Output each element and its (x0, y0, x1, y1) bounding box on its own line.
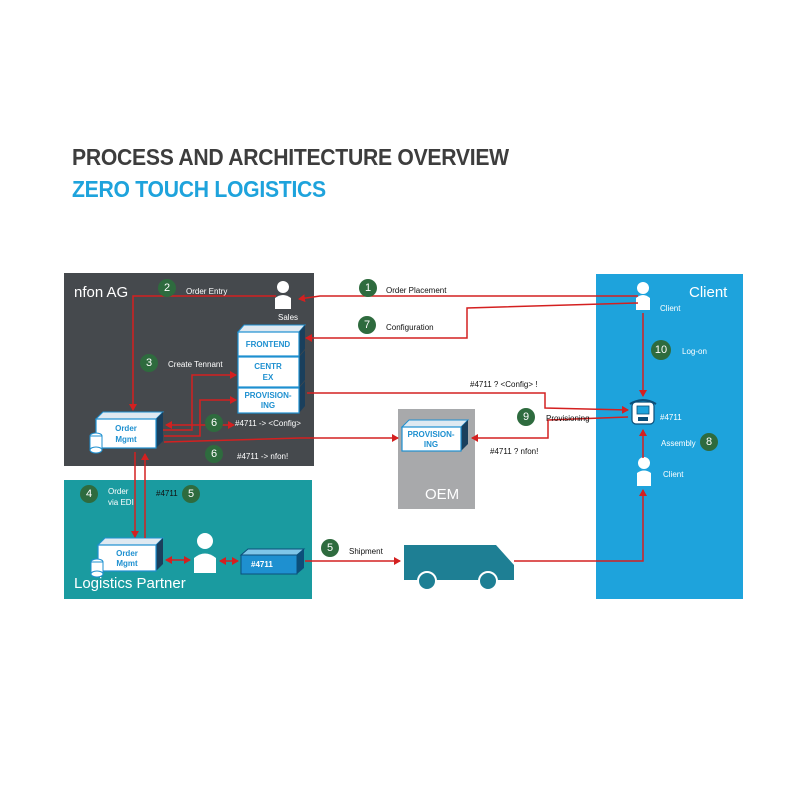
svg-text:9: 9 (523, 411, 529, 423)
arrow-order-to-prov (164, 396, 237, 437)
step-badge-10: 10 (651, 340, 671, 360)
step-6b-label: #4711 -> nfon! (237, 452, 288, 461)
centrex-label-1: CENTR (254, 362, 282, 371)
sales-label: Sales (278, 313, 298, 322)
nfon-query-label: #4711 ? nfon! (490, 447, 538, 456)
config-query-label: #4711 ? <Config> ! (470, 380, 537, 389)
centrex-label-2: EX (263, 373, 274, 382)
step-badge-6b: 6 (205, 445, 223, 463)
step-10-label: Log-on (682, 347, 707, 356)
step-8-label: Assembly (661, 439, 696, 448)
provisioning-label-2: ING (261, 401, 275, 410)
client-top-person-icon (636, 282, 650, 310)
phone-id-label: #4711 (660, 413, 682, 422)
step-4-label-2: via EDI (108, 498, 134, 507)
step-9-label: Provisioning (546, 414, 590, 423)
arrow-order-entry (129, 295, 276, 411)
step-6a-label: #4711 -> <Config> (235, 419, 301, 428)
step-badge-5b: 5 (321, 539, 339, 557)
step-5b-label: Shipment (349, 547, 384, 556)
page-subtitle: ZERO TOUCH LOGISTICS (72, 176, 326, 202)
svg-text:7: 7 (364, 319, 370, 331)
step-badge-9: 9 (517, 408, 535, 426)
svg-text:6: 6 (211, 417, 217, 429)
step-1-label: Order Placement (386, 286, 447, 295)
oem-provisioning-box: PROVISION- ING (400, 419, 470, 452)
step-badge-2: 2 (158, 279, 176, 297)
svg-text:5: 5 (188, 488, 194, 500)
order-mgmt-box: Order Mgmt (89, 411, 165, 454)
step-3-label: Create Tennant (168, 360, 223, 369)
order-mgmt-label-2: Mgmt (115, 435, 137, 444)
client-region-label: Client (689, 284, 728, 301)
oem-region-label: OEM (425, 486, 459, 503)
sales-person-icon (275, 281, 291, 309)
step-badge-8: 8 (700, 433, 718, 451)
provisioning-label-1: PROVISION- (244, 391, 291, 400)
logistics-order-mgmt-box: Order Mgmt (90, 537, 165, 578)
svg-text:8: 8 (706, 436, 712, 448)
arrow-order-to-oem (163, 434, 399, 443)
package-box: #4711 (239, 548, 306, 575)
arrow-configuration (305, 302, 639, 342)
phone-icon (629, 399, 657, 425)
client-bottom-person-icon (637, 457, 651, 486)
svg-text:1: 1 (365, 282, 371, 294)
logistics-person-icon (194, 533, 216, 573)
page-title: PROCESS AND ARCHITECTURE OVERVIEW (72, 144, 509, 170)
arrow-phone-to-oem (471, 416, 629, 442)
logistics-order-label-2: Mgmt (116, 559, 138, 568)
step-badge-1: 1 (359, 279, 377, 297)
client-top-label: Client (660, 304, 681, 313)
arrow-order-placement (298, 294, 638, 303)
step-7-label: Configuration (386, 323, 434, 332)
svg-text:4: 4 (86, 488, 92, 500)
step-badge-7: 7 (358, 316, 376, 334)
arrow-prov-to-phone (307, 392, 629, 414)
arrow-create-tenant (163, 371, 237, 431)
package-label: #4711 (251, 560, 273, 569)
client-region (596, 274, 743, 599)
step-badge-5a: 5 (182, 485, 200, 503)
step-4-label-1: Order (108, 487, 129, 496)
nfon-region-label: nfon AG (74, 284, 128, 301)
arrow-truck-to-client (514, 489, 647, 562)
svg-text:6: 6 (211, 448, 217, 460)
provisioning-box: PROVISION- ING (237, 381, 305, 414)
logistics-order-label-1: Order (116, 549, 138, 558)
centrex-box: CENTR EX (237, 350, 305, 388)
oem-provisioning-label-1: PROVISION- (407, 430, 454, 439)
step-badge-3: 3 (140, 354, 158, 372)
order-mgmt-label-1: Order (115, 424, 137, 433)
oem-provisioning-label-2: ING (424, 440, 438, 449)
step-2-label: Order Entry (186, 287, 227, 296)
step-badge-4: 4 (80, 485, 98, 503)
svg-text:5: 5 (327, 542, 333, 554)
svg-text:10: 10 (655, 344, 667, 356)
svg-text:2: 2 (164, 282, 170, 294)
frontend-label: FRONTEND (246, 340, 291, 349)
client-bottom-label: Client (663, 470, 684, 479)
svg-text:3: 3 (146, 357, 152, 369)
step-5a-label: #4711 (156, 489, 178, 498)
step-badge-6a: 6 (205, 414, 223, 432)
truck-icon (404, 545, 514, 591)
frontend-box: FRONTEND (236, 324, 307, 357)
logistics-region-label: Logistics Partner (74, 575, 186, 592)
